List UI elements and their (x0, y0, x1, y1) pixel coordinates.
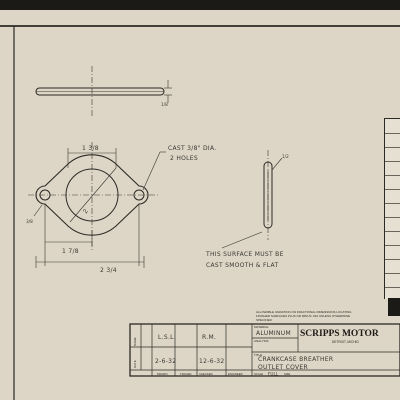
material-label: MATERIAL (254, 325, 269, 329)
name-label: NAME (133, 337, 137, 346)
dim-bottom-span: 1 7/8 (62, 248, 79, 255)
footer-drawn: DRAWN (157, 372, 167, 376)
drawn-date: 2-6-32 (155, 358, 176, 365)
material-value: ALUMINUM (256, 330, 291, 337)
note-surface-line2: CAST SMOOTH & FLAT (206, 262, 278, 269)
date-label: DATE (133, 360, 137, 368)
footer-traced: TRACED (180, 372, 192, 376)
footer-scale-value: FULL (268, 372, 279, 377)
sheet-edge-tab (388, 298, 400, 316)
drawn-name: L.S.L. (158, 334, 176, 341)
footer-size: SIZE (284, 372, 290, 376)
tolerance-line3: SPECIFIED (256, 318, 273, 322)
dim-overall-width: 2 3/4 (100, 267, 117, 274)
dim-center-offset: 1 3/8 (82, 145, 99, 152)
title-label: TITLE (254, 353, 262, 357)
flange-side-view: 1/2 THIS SURFACE MUST BE CAST SMOOTH & F… (205, 150, 289, 269)
dim-side-height: 1/2 (282, 154, 289, 159)
revision-panel (384, 118, 400, 299)
tolerance-line1: ALLOWABLE VARIATION ON FRACTIONAL DIMENS… (256, 310, 352, 314)
analysis-label: ANALYSIS (254, 339, 268, 343)
company-name: SCRIPPS MOTOR (300, 329, 379, 339)
checked-name: R.M. (202, 334, 216, 341)
note-holes-line2: 2 HOLES (170, 155, 198, 162)
tolerance-note: ALLOWABLE VARIATION ON FRACTIONAL DIMENS… (256, 310, 352, 322)
footer-scale: SCALE (254, 372, 263, 376)
title-line2: OUTLET COVER (258, 364, 308, 371)
checked-date: 12-6-32 (199, 358, 225, 365)
note-holes-line1: CAST 3/8" DIA. (168, 145, 217, 152)
edge-view: 1/8 (35, 66, 172, 118)
flange-front-view: 2 1 3/8 1 7/8 2 3/4 3/8 CAST 3/8" DIA. 2… (26, 142, 217, 274)
dim-bore-dia: 2 (82, 208, 90, 215)
note-surface-line1: THIS SURFACE MUST BE (205, 251, 284, 258)
tolerance-line2: FINISHED SURFACES PLUS OR MINUS .010 UNL… (256, 314, 350, 318)
technical-drawing: 1/8 2 1 3/8 1 7/8 (0, 25, 400, 400)
title-line1: CRANKCASE BREATHER (258, 356, 333, 363)
company-city: DETROIT, MICHIG (332, 340, 359, 344)
footer-engineer: ENGINEER (228, 372, 243, 376)
dim-end-radius: 3/8 (26, 219, 33, 224)
footer-checked: CHECKED (199, 372, 213, 376)
drawing-sheet: 1/8 2 1 3/8 1 7/8 (0, 10, 400, 400)
title-block: NAME DATE L.S.L. 2-6-32 R.M. 12-6-32 MAT… (129, 323, 400, 377)
dim-side-thickness: 1/8 (161, 102, 168, 107)
